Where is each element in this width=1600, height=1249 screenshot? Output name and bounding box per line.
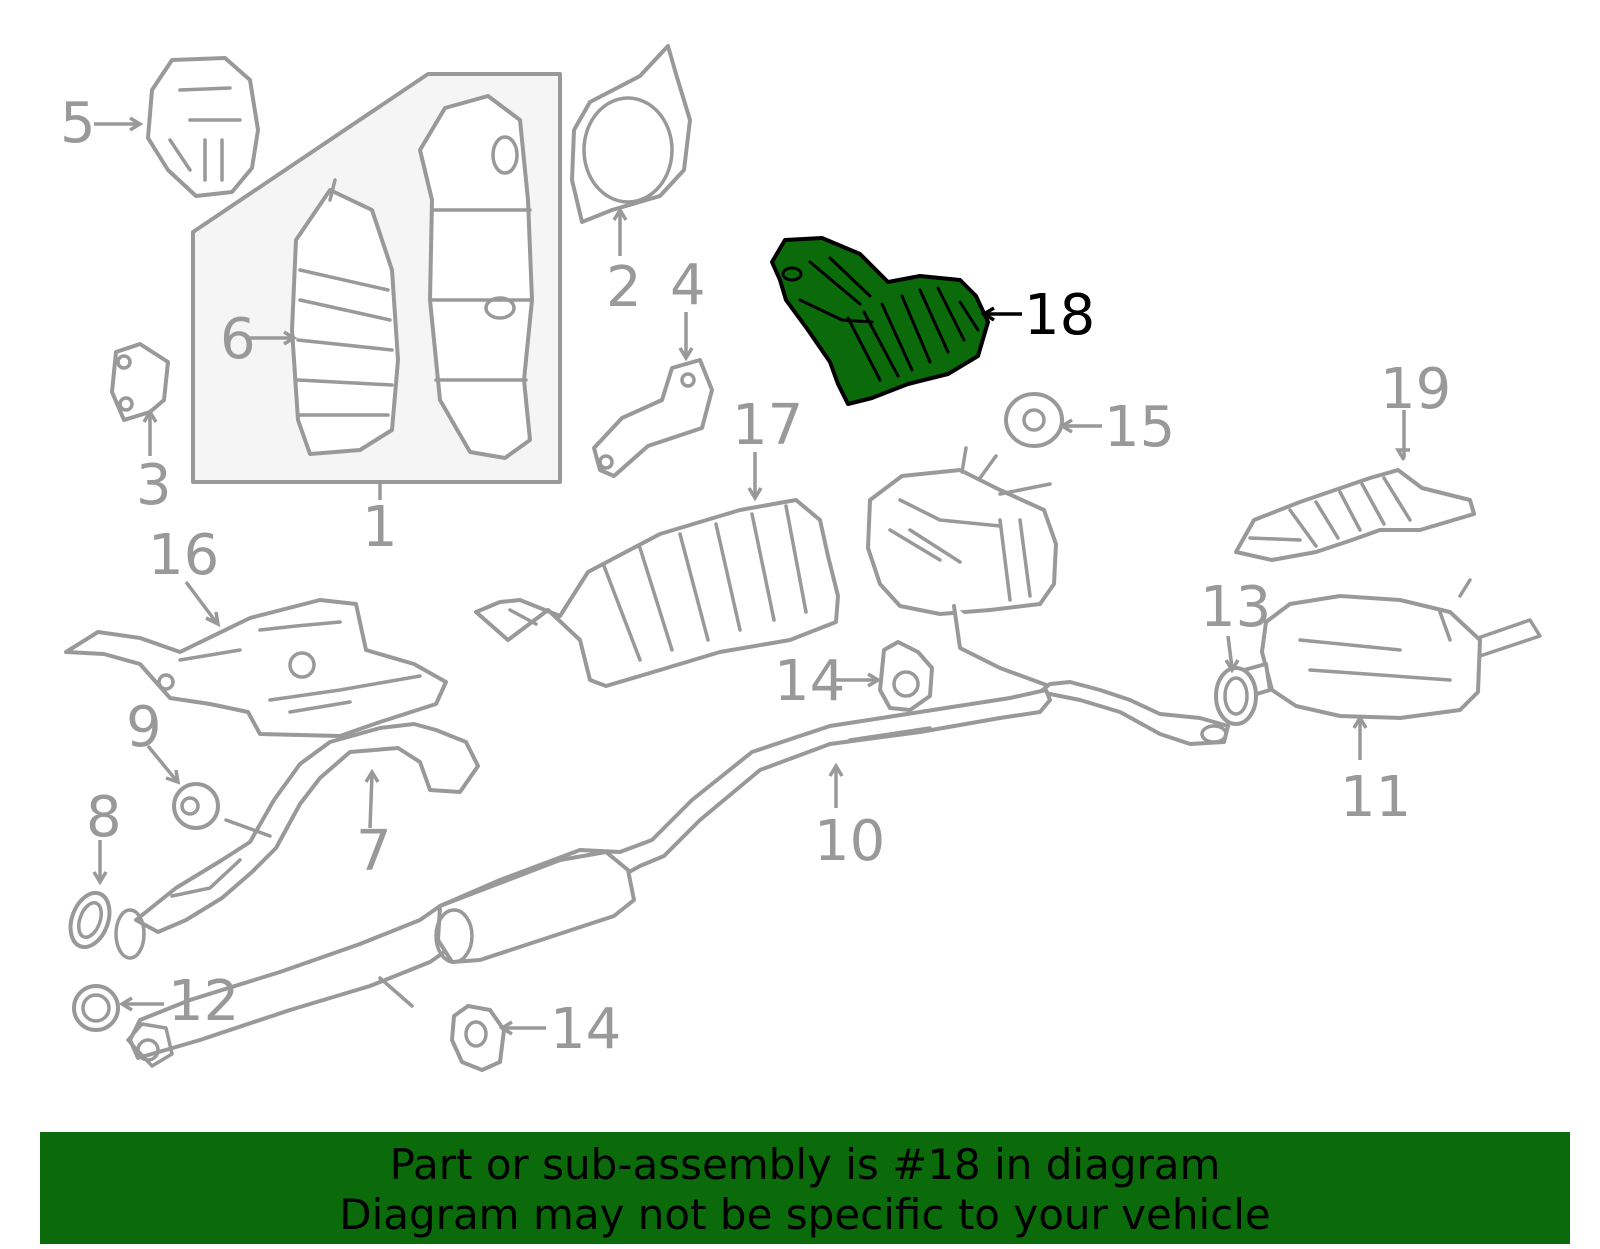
part-5-shape[interactable] (146, 56, 260, 198)
callout-11: 11 (1340, 765, 1411, 830)
part-15-shape[interactable] (1004, 392, 1064, 448)
part-13-shape[interactable] (1214, 666, 1258, 726)
part-16-shape[interactable] (64, 598, 448, 738)
callout-12: 12 (168, 969, 239, 1034)
callout-10: 10 (814, 809, 885, 874)
part-14-lower-shape[interactable] (450, 1004, 506, 1072)
callout-2: 2 (606, 255, 642, 320)
callout-8: 8 (86, 785, 122, 850)
rear-muffler-left-shape[interactable] (866, 446, 1062, 692)
part-8-shape[interactable] (64, 888, 117, 953)
exhaust-parts-diagram: 5 6 3 1 2 4 18 15 19 17 16 14 13 11 10 7… (60, 44, 1542, 1072)
callout-15: 15 (1104, 395, 1175, 460)
part-17-shape[interactable] (474, 498, 840, 688)
part-4-shape[interactable] (592, 358, 714, 478)
callout-9: 9 (126, 695, 162, 760)
callout-19: 19 (1380, 357, 1451, 422)
callout-14-lower: 14 (550, 997, 621, 1062)
part-19-shape[interactable] (1234, 468, 1476, 562)
callout-16: 16 (148, 523, 219, 588)
info-banner: Part or sub-assembly is #18 in diagram D… (40, 1132, 1570, 1244)
part-3-shape[interactable] (110, 342, 170, 422)
callout-7: 7 (356, 819, 392, 884)
part-2-shape[interactable] (570, 44, 692, 224)
leader-lines (92, 116, 1410, 1036)
callout-5: 5 (60, 91, 96, 156)
callout-14-upper: 14 (774, 649, 845, 714)
callout-13: 13 (1200, 575, 1271, 640)
callout-4: 4 (670, 253, 706, 318)
part-6-shape[interactable] (290, 178, 400, 456)
callout-labels: 5 6 3 1 2 4 18 15 19 17 16 14 13 11 10 7… (60, 91, 1451, 1062)
part-7-shape[interactable] (114, 722, 480, 960)
part-10-shape[interactable] (126, 688, 1052, 1068)
part-14-upper-shape[interactable] (878, 640, 934, 712)
callout-17: 17 (732, 393, 803, 458)
part-18-shape[interactable] (770, 236, 990, 406)
callout-3: 3 (136, 453, 172, 518)
callout-18: 18 (1024, 283, 1095, 348)
catalytic-converter-shape[interactable] (418, 94, 534, 460)
tailpipe-shape[interactable] (1038, 680, 1230, 746)
callout-1: 1 (362, 495, 398, 560)
part-9-shape[interactable] (172, 782, 220, 830)
banner-line-1: Part or sub-assembly is #18 in diagram (389, 1140, 1221, 1189)
callout-6: 6 (220, 307, 256, 372)
banner-line-2: Diagram may not be specific to your vehi… (339, 1190, 1271, 1239)
part-12-shape[interactable] (72, 984, 120, 1032)
part-11-shape[interactable] (1242, 578, 1542, 720)
